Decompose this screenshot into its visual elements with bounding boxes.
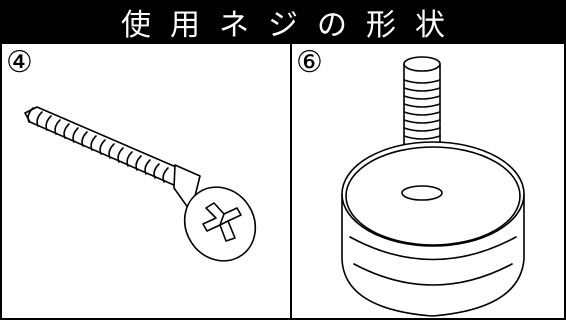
page-title: 使用ネジの形状 <box>0 0 566 44</box>
threaded-foot-icon <box>341 56 525 317</box>
panel-number-6: ⑥ <box>296 45 323 80</box>
screw-panel-6: ⑥ <box>292 44 566 320</box>
flat-head-phillips-screw-icon <box>24 106 257 262</box>
screw-panels: ④ <box>0 44 566 320</box>
panel-number-4: ④ <box>6 45 33 80</box>
screw-panel-4: ④ <box>0 44 292 320</box>
